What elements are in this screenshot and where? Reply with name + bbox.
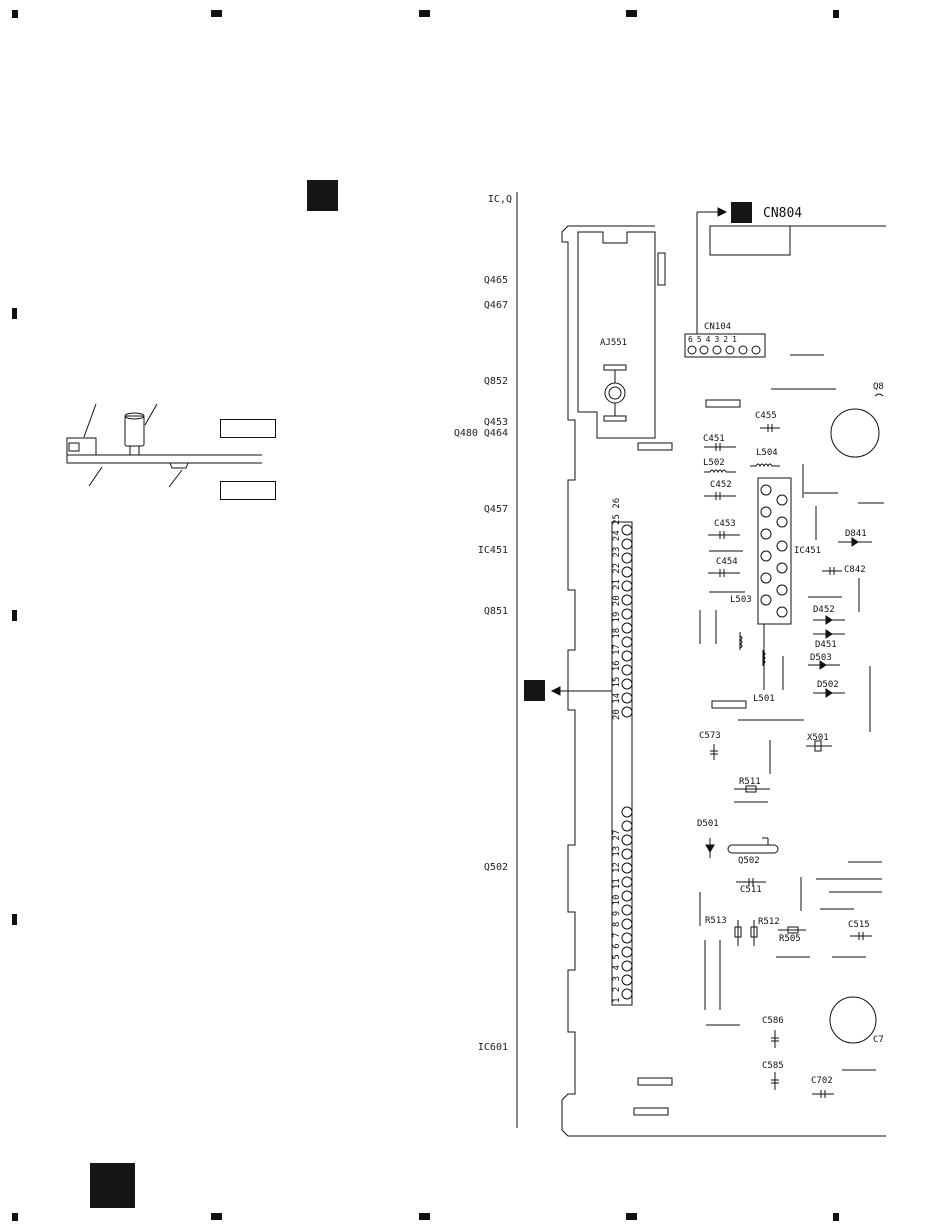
label-l503: L503: [730, 595, 752, 605]
signal-marker-block: [524, 680, 545, 701]
registration-mark: [419, 10, 430, 17]
label-l504: L504: [756, 448, 778, 458]
registration-mark: [12, 610, 17, 621]
registration-mark: [419, 1213, 430, 1220]
ref-label-q480-q464: Q480 Q464: [453, 428, 508, 439]
label-d502: D502: [817, 680, 839, 690]
label-q8: Q8: [873, 382, 884, 392]
label-r512: R512: [758, 917, 780, 927]
callout-box-bottom: [220, 481, 276, 500]
registration-mark: [211, 1213, 222, 1220]
label-ic451: IC451: [794, 546, 822, 556]
ref-label-ic451: IC451: [477, 545, 508, 556]
ref-label-q453: Q453: [483, 417, 508, 428]
section-block: [307, 180, 338, 211]
strip-pin-numbers-top: 20 14 15 16 17 18 19 20 21 22 23 24 25 2…: [612, 497, 622, 720]
label-c451: C451: [703, 434, 725, 444]
connector-title: CN804: [763, 206, 803, 221]
registration-mark: [211, 10, 222, 17]
label-q502: Q502: [738, 856, 760, 866]
label-d452: D452: [813, 605, 835, 615]
label-c515: C515: [848, 920, 870, 930]
label-c454: C454: [716, 557, 738, 567]
label-c702: C702: [811, 1076, 833, 1086]
page-block: [90, 1163, 135, 1208]
label-c452: C452: [710, 480, 732, 490]
callout-box-top: [220, 419, 276, 438]
ref-label-q851: Q851: [483, 606, 508, 617]
label-d841: D841: [845, 529, 867, 539]
label-c586: C586: [762, 1016, 784, 1026]
label-d501: D501: [697, 819, 719, 829]
label-c842: C842: [844, 565, 866, 575]
label-c511: C511: [740, 885, 762, 895]
connector-marker-block: [731, 202, 752, 223]
ref-label-q467: Q467: [483, 300, 508, 311]
label-l501: L501: [753, 694, 775, 704]
registration-mark: [833, 1213, 839, 1221]
registration-mark: [626, 1213, 637, 1220]
label-r505: R505: [779, 934, 801, 944]
label-c573: C573: [699, 731, 721, 741]
label-d503: D503: [810, 653, 832, 663]
registration-mark: [12, 914, 17, 925]
label-cn104: CN104: [704, 322, 732, 332]
registration-mark: [12, 1213, 18, 1221]
label-c585: C585: [762, 1061, 784, 1071]
label-cn104-pins: 654321: [688, 335, 741, 344]
registration-mark: [626, 10, 637, 17]
ref-label-q502: Q502: [483, 862, 508, 873]
ref-label-ic601: IC601: [477, 1042, 508, 1053]
label-d451: D451: [815, 640, 837, 650]
label-r511: R511: [739, 777, 761, 787]
label-x501: X501: [807, 733, 829, 743]
ref-label-q852: Q852: [483, 376, 508, 387]
label-l502: L502: [703, 458, 725, 468]
registration-mark: [833, 10, 839, 18]
ref-label-q457: Q457: [483, 504, 508, 515]
registration-mark: [12, 308, 17, 319]
ref-label-ic-q: IC,Q: [487, 194, 512, 205]
strip-pin-numbers-bottom: 1 2 3 4 5 6 7 8 9 10 11 12 13 27: [612, 829, 622, 1003]
ref-label-q465: Q465: [483, 275, 508, 286]
label-c455: C455: [755, 411, 777, 421]
registration-mark: [12, 10, 18, 18]
label-aj551: AJ551: [600, 338, 628, 348]
label-r513: R513: [705, 916, 727, 926]
label-c453: C453: [714, 519, 736, 529]
label-c7: C7: [873, 1035, 884, 1045]
